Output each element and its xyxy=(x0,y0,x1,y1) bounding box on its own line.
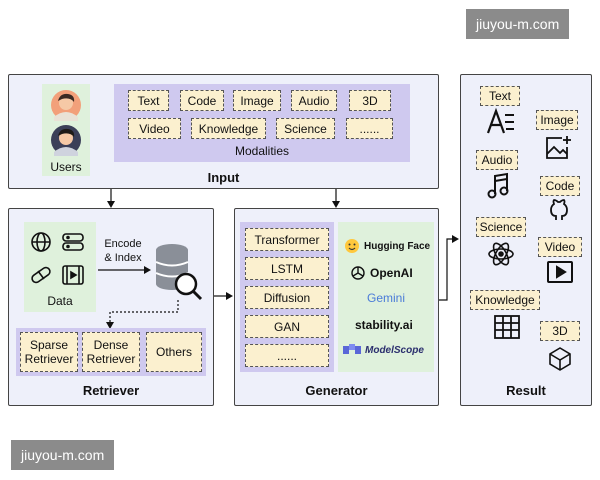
brand-hugging-face: Hugging Face xyxy=(344,238,430,254)
modality-3d: 3D xyxy=(349,90,391,111)
brand-modelscope: ModelScope xyxy=(343,344,424,356)
model-diffusion: Diffusion xyxy=(245,286,329,309)
modality-image: Image xyxy=(233,90,281,111)
database-search-icon xyxy=(155,244,203,301)
brand-openai: OpenAI xyxy=(350,265,413,281)
watermark-bottom-text: jiuyou-m.com xyxy=(21,447,105,463)
play-icon xyxy=(547,261,573,283)
dense-retriever: Dense Retriever xyxy=(82,332,140,372)
dense-retriever-line1: Dense xyxy=(93,338,129,352)
sparse-retriever-line2: Retriever xyxy=(24,352,74,366)
result-audio: Audio xyxy=(476,150,518,170)
watermark-top-text: jiuyou-m.com xyxy=(476,16,560,32)
dense-retriever-line2: Retriever xyxy=(86,352,136,366)
result-code: Code xyxy=(540,176,580,196)
result-3d: 3D xyxy=(540,321,580,341)
hugging-face-icon xyxy=(345,239,359,253)
brand-openai-label: OpenAI xyxy=(370,266,413,280)
brand-hugging-face-label: Hugging Face xyxy=(364,240,431,252)
openai-icon xyxy=(351,266,365,280)
model-lstm: LSTM xyxy=(245,257,329,280)
github-icon xyxy=(550,199,568,220)
encode-label-line1: Encode xyxy=(104,238,142,250)
retriever-title: Retriever xyxy=(82,383,140,398)
cube-icon xyxy=(549,347,571,371)
model-transformer: Transformer xyxy=(245,228,329,251)
result-title: Result xyxy=(506,383,546,398)
input-to-retriever-arrow xyxy=(107,189,115,208)
modalities-label: Modalities xyxy=(234,144,290,158)
pill-icon xyxy=(31,266,51,284)
result-science: Science xyxy=(476,217,526,237)
retriever-arrow xyxy=(106,300,179,329)
model-more: ...... xyxy=(245,344,329,367)
result-image: Image xyxy=(536,110,578,130)
modality-code: Code xyxy=(180,90,224,111)
sparse-retriever-line1: Sparse xyxy=(29,338,69,352)
modality-more: ...... xyxy=(346,118,393,139)
music-note-icon xyxy=(487,172,509,199)
model-gan: GAN xyxy=(245,315,329,338)
user-avatar-icon xyxy=(51,90,81,121)
modality-knowledge: Knowledge xyxy=(191,118,266,139)
table-icon xyxy=(494,315,520,339)
encode-arrow xyxy=(98,266,151,274)
film-icon xyxy=(62,265,84,285)
server-icon xyxy=(62,233,84,251)
modelscope-icon xyxy=(343,344,361,354)
generator-title: Generator xyxy=(305,383,368,398)
result-video: Video xyxy=(538,237,582,257)
sparse-retriever: Sparse Retriever xyxy=(20,332,78,372)
other-retriever: Others xyxy=(146,332,202,372)
brand-stability-label: stability.ai xyxy=(355,318,413,332)
brand-gemini-label: Gemini xyxy=(367,291,406,305)
text-icon xyxy=(486,107,514,134)
encode-label-line2: & Index xyxy=(104,252,142,264)
other-retriever-label: Others xyxy=(155,345,192,359)
brand-modelscope-label: ModelScope xyxy=(365,344,424,356)
input-title: Input xyxy=(207,170,240,185)
user-avatar-icon xyxy=(51,125,81,156)
image-add-icon xyxy=(546,136,571,159)
globe-icon xyxy=(31,232,51,252)
result-knowledge: Knowledge xyxy=(470,290,540,310)
input-to-generator-arrow xyxy=(332,189,340,208)
generator-to-result-arrow xyxy=(439,235,459,301)
brand-gemini: Gemini xyxy=(367,291,405,305)
watermark-bottom: jiuyou-m.com xyxy=(11,440,115,470)
atom-icon xyxy=(488,242,514,266)
watermark-top: jiuyou-m.com xyxy=(466,9,570,39)
brand-stability: stability.ai xyxy=(355,318,413,332)
users-label: Users xyxy=(50,160,82,174)
retriever-to-generator-arrow xyxy=(214,292,233,300)
modality-video: Video xyxy=(128,118,181,139)
modality-science: Science xyxy=(276,118,335,139)
result-text: Text xyxy=(480,86,520,106)
data-label: Data xyxy=(47,294,73,308)
modality-text: Text xyxy=(128,90,169,111)
modality-audio: Audio xyxy=(291,90,337,111)
data-box xyxy=(24,222,96,312)
